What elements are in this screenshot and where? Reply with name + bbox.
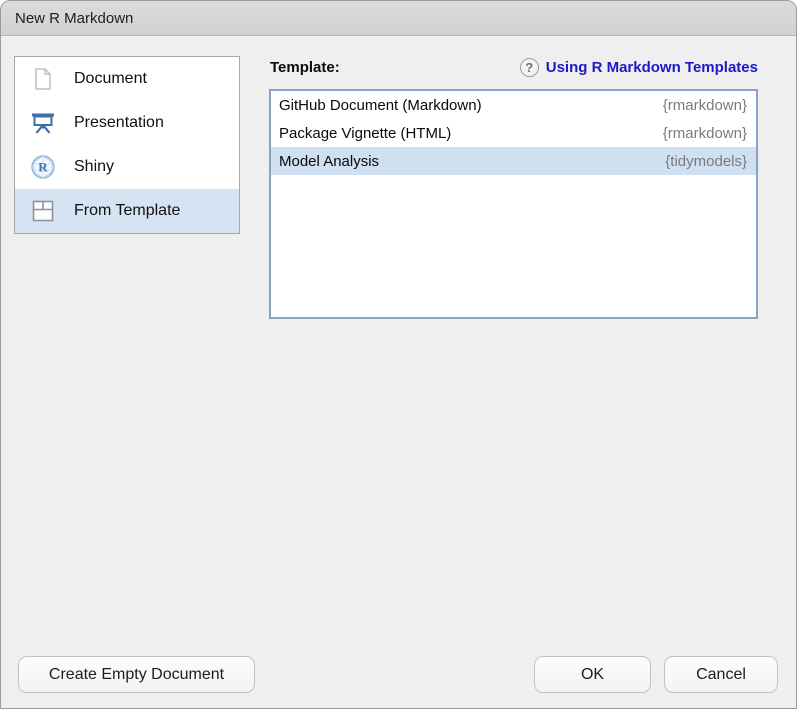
template-package: {rmarkdown} — [662, 96, 747, 114]
from-template-icon — [30, 198, 56, 224]
cancel-button[interactable]: Cancel — [664, 656, 778, 693]
document-type-list: Document Presentation R — [14, 56, 240, 234]
document-icon — [30, 66, 56, 92]
template-listbox: GitHub Document (Markdown) {rmarkdown} P… — [269, 89, 758, 319]
sidebar-item-label: Document — [74, 70, 147, 87]
shiny-icon: R — [30, 154, 56, 180]
sidebar-item-from-template[interactable]: From Template — [15, 189, 239, 233]
template-header: Template: ? Using R Markdown Templates — [270, 58, 758, 77]
template-row-package-vignette[interactable]: Package Vignette (HTML) {rmarkdown} — [271, 119, 756, 147]
sidebar-item-document[interactable]: Document — [15, 57, 239, 101]
create-empty-document-button[interactable]: Create Empty Document — [18, 656, 255, 693]
sidebar-item-label: Presentation — [74, 114, 164, 131]
sidebar-item-shiny[interactable]: R Shiny — [15, 145, 239, 189]
title-bar: New R Markdown — [1, 1, 796, 36]
template-label: Template: — [270, 59, 340, 76]
template-name: GitHub Document (Markdown) — [279, 96, 482, 114]
template-name: Model Analysis — [279, 152, 380, 170]
template-row-github-document[interactable]: GitHub Document (Markdown) {rmarkdown} — [271, 91, 756, 119]
svg-text:R: R — [38, 160, 48, 175]
dialog-title: New R Markdown — [15, 9, 134, 27]
using-templates-link[interactable]: Using R Markdown Templates — [545, 59, 758, 76]
help-icon[interactable]: ? — [519, 58, 539, 77]
ok-button[interactable]: OK — [534, 656, 651, 693]
template-help: ? Using R Markdown Templates — [519, 58, 758, 77]
sidebar-item-label: From Template — [74, 202, 181, 219]
template-name: Package Vignette (HTML) — [279, 124, 452, 142]
template-package: {rmarkdown} — [662, 124, 747, 142]
sidebar-item-presentation[interactable]: Presentation — [15, 101, 239, 145]
template-package: {tidymodels} — [665, 152, 747, 170]
sidebar-item-label: Shiny — [74, 158, 115, 175]
presentation-icon — [30, 110, 56, 136]
template-row-model-analysis[interactable]: Model Analysis {tidymodels} — [271, 147, 756, 175]
